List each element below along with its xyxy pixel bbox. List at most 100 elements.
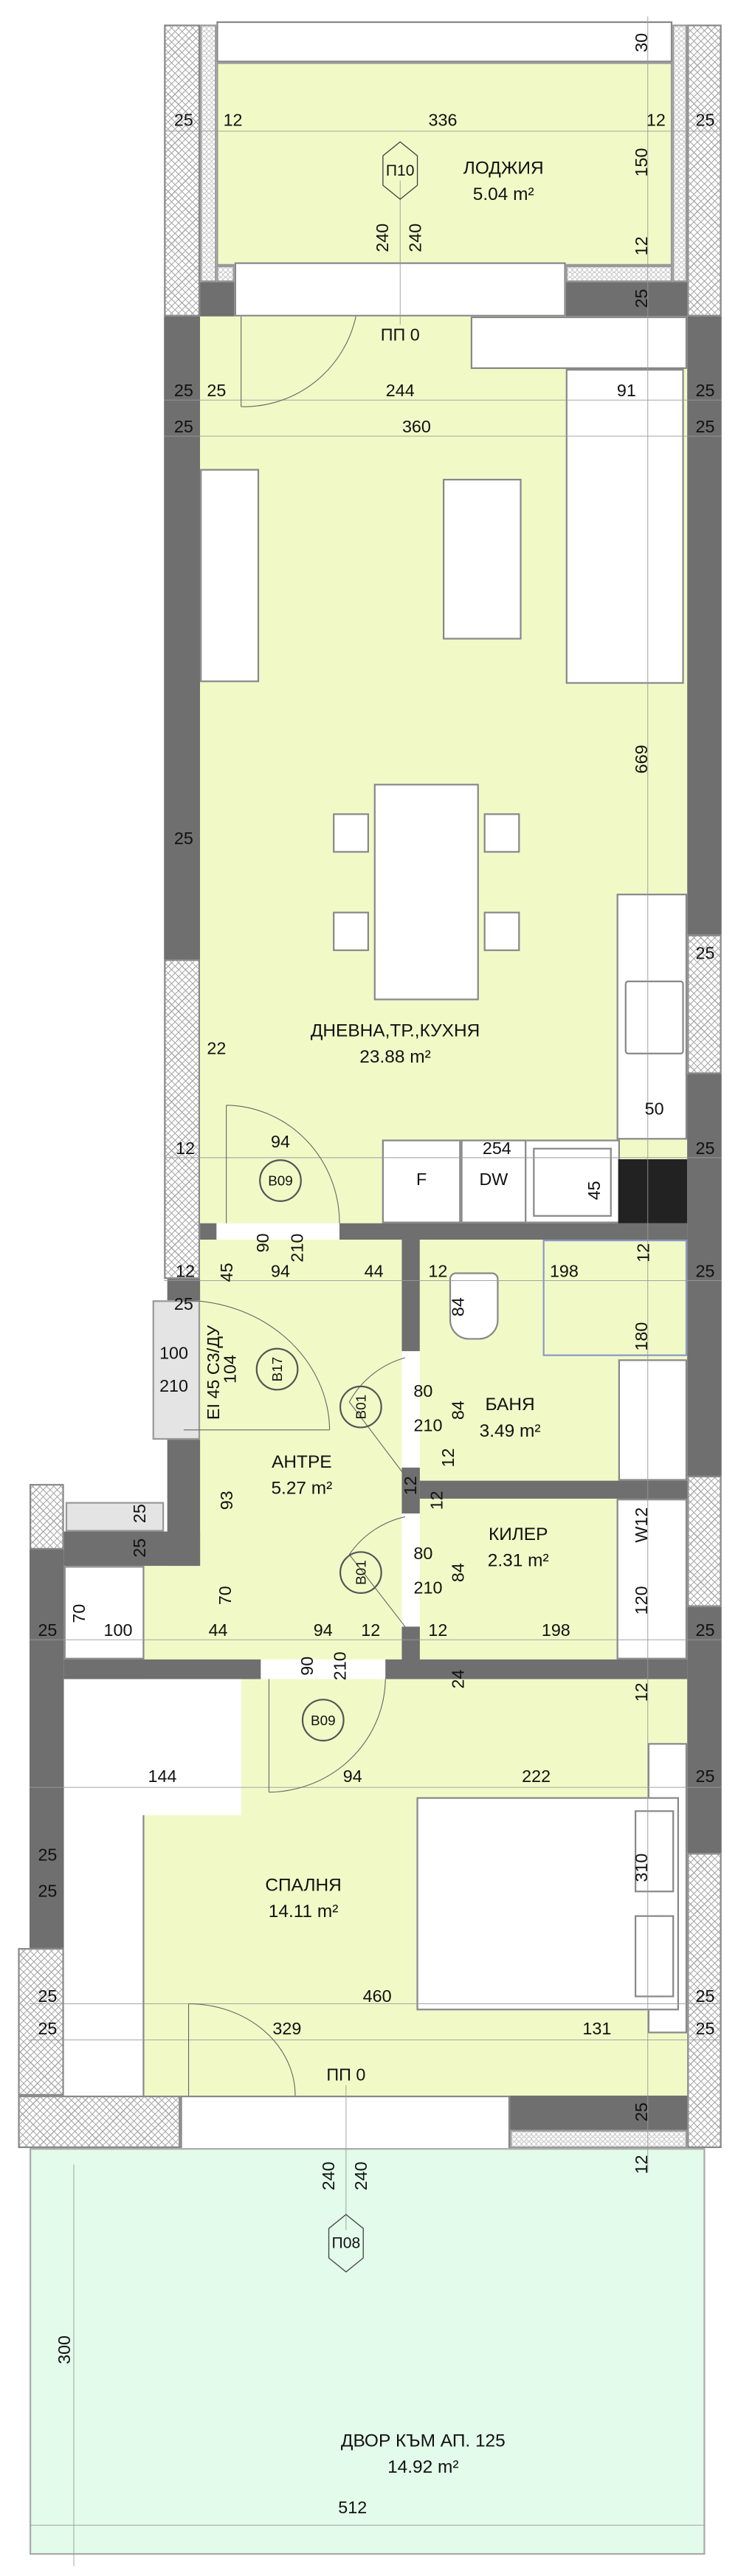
dimension-label: 12 — [361, 1621, 381, 1641]
room-name: БАНЯ — [485, 1395, 535, 1415]
entrance-door[interactable] — [152, 1300, 201, 1440]
wall — [687, 1606, 722, 1854]
dimension-label: 94 — [271, 1262, 290, 1282]
wall — [63, 1659, 261, 1679]
loggia-right-insulation — [672, 24, 688, 283]
wall — [339, 1223, 688, 1240]
dimension-label: 240 — [406, 223, 427, 252]
outer-wall — [18, 2095, 181, 2149]
wall — [401, 1239, 420, 1352]
wall — [419, 1480, 688, 1499]
dimension-label: 25 — [632, 2102, 652, 2122]
dimension-label: 25 — [695, 2020, 715, 2040]
bedroom-closet — [63, 1814, 145, 2096]
room-area: 5.27 m² — [271, 1479, 333, 1499]
door-tag-bedroom: B09 — [301, 1699, 345, 1741]
dishwasher — [461, 1139, 527, 1223]
wall — [200, 282, 235, 317]
dimension-label: 336 — [428, 111, 458, 131]
floor-tag-loggia: П10 — [382, 141, 418, 200]
chair — [333, 813, 369, 853]
dimension-label: 25 — [173, 418, 193, 438]
sofa — [565, 368, 684, 684]
dimension-label: 100 — [103, 1621, 133, 1641]
stove — [624, 980, 684, 1054]
door-tag-living: B09 — [259, 1159, 302, 1202]
dimension-label: 45 — [217, 1263, 238, 1282]
outer-wall — [18, 1947, 64, 2096]
room-label-pantry: КИЛЕР 2.31 m² — [488, 1524, 549, 1576]
loggia-right-wall — [687, 24, 722, 317]
nightstand — [634, 1810, 675, 1893]
dimension-label: 25 — [695, 944, 715, 964]
room-name: СПАЛНЯ — [265, 1876, 342, 1896]
loggia-sill-left — [216, 265, 235, 283]
tv-unit — [200, 469, 260, 683]
dimension-label: 12 — [401, 1476, 421, 1496]
dimension-label: 25 — [38, 1845, 58, 1866]
dimension-label: 180 — [632, 1322, 652, 1351]
door-tag-pantry: B01 — [339, 1551, 382, 1594]
dimension-label: 25 — [695, 1767, 715, 1787]
dimension-label: 150 — [632, 148, 652, 177]
dimension-label: 198 — [541, 1621, 570, 1641]
insulation — [510, 2130, 688, 2149]
dimension-label: 12 — [176, 1139, 196, 1159]
room-name: КИЛЕР — [488, 1524, 548, 1545]
dimension-label: 30 — [632, 32, 652, 52]
wall — [565, 282, 688, 317]
loggia-sill-right — [565, 265, 673, 283]
dimension-label: 25 — [695, 1262, 715, 1282]
wardrobe — [616, 1499, 688, 1660]
room-area: 2.31 m² — [487, 1551, 549, 1571]
dimension-label: 25 — [173, 829, 193, 849]
dimension-label: 222 — [522, 1767, 551, 1787]
dimension-label: 90 — [297, 1656, 318, 1676]
fridge — [382, 1139, 461, 1223]
door-swings — [183, 316, 406, 2096]
nightstand — [634, 1915, 675, 1997]
dimension-label: 44 — [208, 1621, 228, 1641]
dimension-label: 50 — [644, 1099, 664, 1120]
dimension-label: 25 — [695, 111, 715, 131]
dimension-label: 12 — [428, 1621, 448, 1641]
dimension-label: 25 — [173, 381, 193, 401]
dimension-label: 12 — [632, 2155, 652, 2175]
dimension-label: 94 — [271, 1132, 290, 1153]
sink — [533, 1147, 612, 1217]
dimension-label: 131 — [582, 2020, 612, 2040]
dimension-label: 300 — [55, 2335, 75, 2364]
dimension-label: 12 — [223, 111, 243, 131]
room-area: 23.88 m² — [359, 1047, 431, 1068]
wall — [687, 1074, 722, 1476]
door-tag-bathroom: B01 — [339, 1385, 382, 1429]
dimension-label: 12 — [176, 1262, 196, 1282]
niche — [65, 1502, 165, 1532]
chair — [483, 911, 520, 951]
wall — [29, 1549, 64, 1948]
storage-cabinet — [63, 1566, 145, 1660]
bedroom-closet — [63, 1679, 241, 1815]
wall — [63, 1531, 201, 1567]
dimension-label: 25 — [695, 381, 715, 401]
dimension-label: 24 — [449, 1669, 469, 1689]
dimension-label: 100 — [159, 1344, 189, 1364]
dimension-label: 12 — [646, 111, 666, 131]
dimension-label: 45 — [584, 1181, 605, 1201]
dimension-label: 210 — [413, 1578, 443, 1599]
dimension-label: 25 — [173, 1294, 193, 1315]
dimension-label: 25 — [207, 381, 227, 401]
dimension-label: 198 — [549, 1262, 579, 1282]
floor-tag-yard: П08 — [328, 2214, 364, 2273]
hallway-floor — [200, 1239, 402, 1660]
door-tag-entrance: B17 — [255, 1347, 299, 1391]
dimension-label: 25 — [38, 1621, 58, 1641]
dimension-label: 94 — [342, 1767, 362, 1787]
floor-tag-text: П10 — [385, 161, 415, 180]
outer-wall — [29, 1484, 64, 1550]
dimension-label: 210 — [413, 1416, 443, 1437]
